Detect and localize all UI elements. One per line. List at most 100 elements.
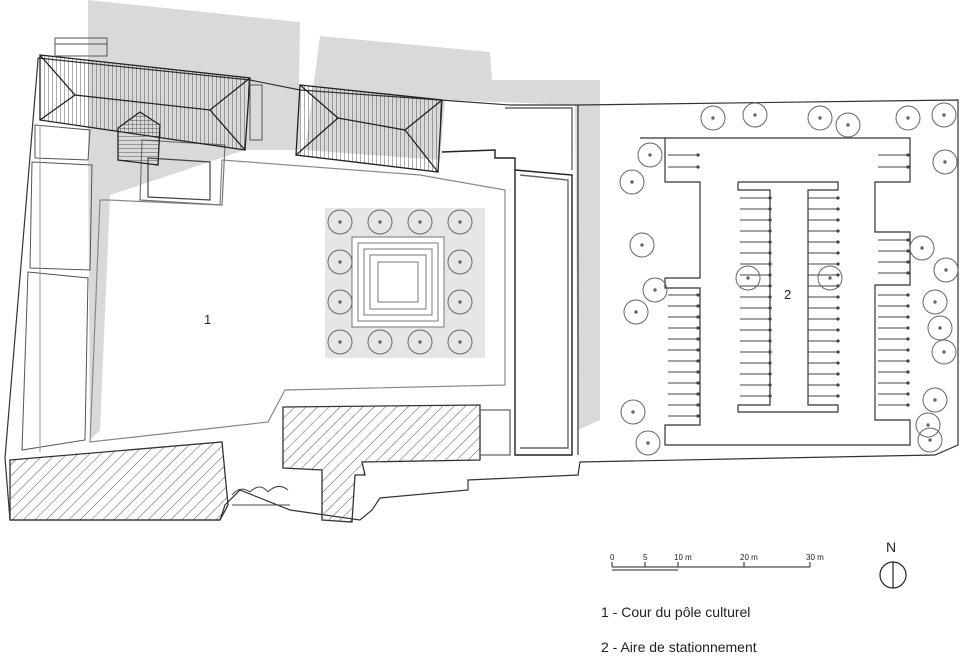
- zone-2-number: 2: [784, 287, 791, 302]
- square-tree: [407, 209, 433, 235]
- square-tree-trunk: [378, 340, 382, 344]
- parking-stall-center-end: [768, 394, 772, 398]
- square-tree: [327, 249, 353, 275]
- parking-stall-right-end: [906, 337, 910, 341]
- square-tree: [327, 209, 353, 235]
- parking-stall-center-end: [836, 339, 840, 343]
- parking-stall-left-end: [696, 370, 700, 374]
- parking-stall-center-end: [836, 394, 840, 398]
- parking-stall-center-end: [836, 295, 840, 299]
- roof-middle: [295, 84, 443, 173]
- parking-stall-center-end: [768, 361, 772, 365]
- parking-tree: [835, 112, 861, 138]
- parking-stall-center-end: [836, 207, 840, 211]
- roof-left: [39, 54, 251, 166]
- parking-stall-left-end: [696, 165, 700, 169]
- parking-tree: [623, 299, 649, 325]
- square-tree: [447, 249, 473, 275]
- parking-stall-center-end: [836, 262, 840, 266]
- parking-stall-center-end: [768, 339, 772, 343]
- square-tree: [327, 289, 353, 315]
- entrance-gate: [231, 486, 290, 506]
- parking-stall-center-end: [768, 350, 772, 354]
- parking-tree: [620, 399, 646, 425]
- square-tree-trunk: [338, 340, 342, 344]
- scale-tick-0: 0: [610, 553, 615, 562]
- parking-stall-right-end: [906, 403, 910, 407]
- parking-stall-left-end: [696, 293, 700, 297]
- parking-tree: [700, 105, 726, 131]
- parking-tree: [917, 427, 943, 453]
- parking-stall-center-end: [768, 372, 772, 376]
- parking-stall-left-end: [696, 381, 700, 385]
- parking-tree: [635, 430, 661, 456]
- parking-stall-left-end: [696, 348, 700, 352]
- parking-stall-center-end: [836, 350, 840, 354]
- parking-tree-trunk: [630, 180, 634, 184]
- parking-stall-right-end: [906, 293, 910, 297]
- parking-stall-right-end: [906, 304, 910, 308]
- square-tree: [447, 209, 473, 235]
- parking-tree-trunk: [906, 116, 910, 120]
- scale-tick-10: 10 m: [674, 553, 692, 562]
- north-arrow-icon: [879, 561, 907, 589]
- corridor: [441, 107, 573, 456]
- parking-tree-trunk: [938, 326, 942, 330]
- parking-tree-trunk: [920, 246, 924, 250]
- parking-stall-right-end: [906, 326, 910, 330]
- hatched-buildings: [9, 404, 511, 523]
- parking-stall-center-end: [836, 196, 840, 200]
- square-trees: [327, 209, 473, 355]
- parking-stall-center-end: [836, 372, 840, 376]
- parking-tree: [931, 102, 957, 128]
- scale-tick-30: 30 m: [806, 553, 824, 562]
- parking-tree-trunk: [818, 116, 822, 120]
- square-tree-trunk: [418, 340, 422, 344]
- square-tree: [367, 329, 393, 355]
- parking-tree: [922, 387, 948, 413]
- parking-tree-trunk: [634, 310, 638, 314]
- parking-stall-right-end: [906, 359, 910, 363]
- parking-tree: [915, 412, 941, 438]
- parking-tree: [629, 232, 655, 258]
- parking-tree-trunk: [944, 268, 948, 272]
- square-tree-trunk: [458, 300, 462, 304]
- square-tree: [367, 209, 393, 235]
- parking-tree: [909, 235, 935, 261]
- square-tree-trunk: [458, 340, 462, 344]
- parking-tree-trunk: [640, 243, 644, 247]
- zone-1-number: 1: [204, 312, 211, 327]
- parking-stall-center-end: [836, 229, 840, 233]
- parking-stall-left-end: [696, 359, 700, 363]
- parking-tree: [922, 289, 948, 315]
- north-label: N: [886, 539, 896, 555]
- parking-stall-right-end: [906, 260, 910, 264]
- parking-tree: [817, 265, 843, 291]
- square-tree-trunk: [378, 220, 382, 224]
- stair-top-left: [54, 37, 263, 141]
- parking-tree-trunk: [746, 276, 750, 280]
- square-tree: [447, 329, 473, 355]
- scale-bar: [611, 562, 811, 571]
- parking-layout: [640, 137, 911, 446]
- parking-stall-center-end: [836, 328, 840, 332]
- parking-stall-center-end: [836, 361, 840, 365]
- scale-tick-20: 20 m: [740, 553, 758, 562]
- parking-tree-trunk: [943, 160, 947, 164]
- parking-stall-left-end: [696, 315, 700, 319]
- parking-stall-center-end: [768, 273, 772, 277]
- parking-tree: [932, 149, 958, 175]
- parking-tree-trunk: [648, 153, 652, 157]
- parking-stall-left-end: [696, 326, 700, 330]
- parking-tree: [619, 169, 645, 195]
- parking-stall-right-end: [906, 348, 910, 352]
- parking-tree-trunk: [928, 438, 932, 442]
- parking-tree-trunk: [828, 276, 832, 280]
- square-tree-trunk: [338, 300, 342, 304]
- parking-tree: [927, 315, 953, 341]
- parking-stall-right-end: [906, 315, 910, 319]
- parking-stall-center-end: [768, 284, 772, 288]
- parking-stall-right-end: [906, 238, 910, 242]
- parking-tree: [895, 105, 921, 131]
- parking-stall-center-end: [836, 218, 840, 222]
